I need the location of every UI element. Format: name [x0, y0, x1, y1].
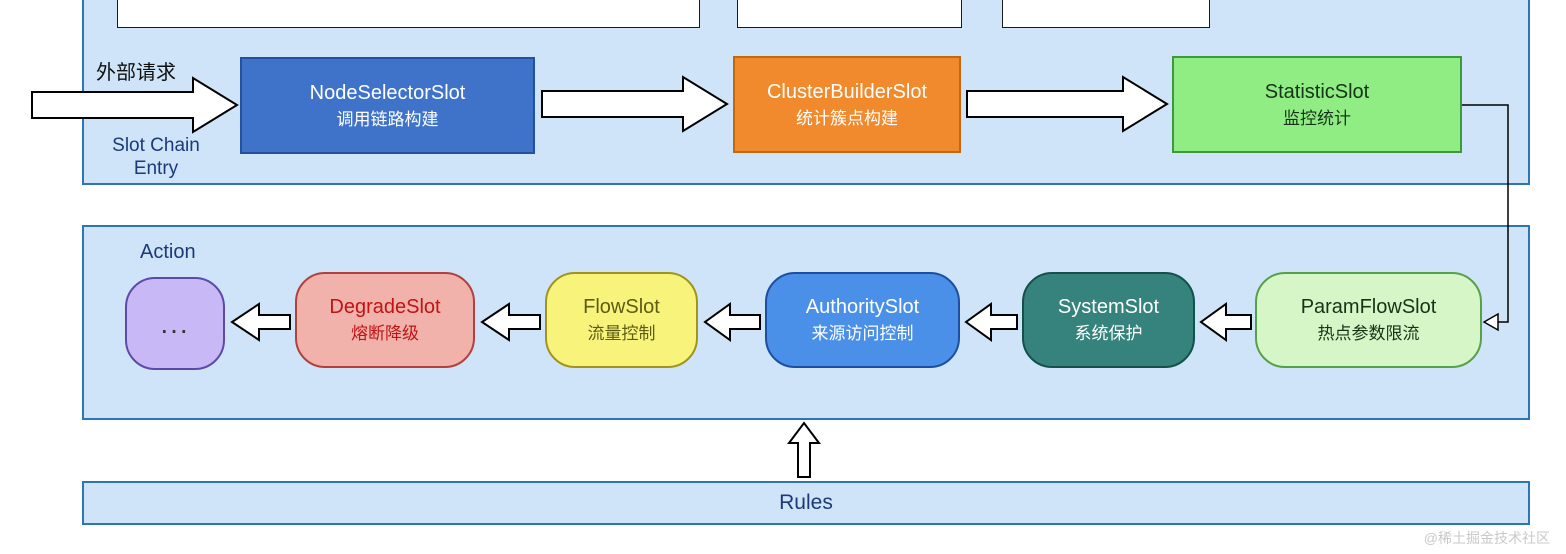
partial-box-right — [1002, 0, 1210, 28]
rules-bar: Rules — [82, 481, 1530, 525]
ellipsis-text: ... — [160, 307, 190, 339]
statistic-slot-box: StatisticSlot 监控统计 — [1172, 56, 1462, 153]
slot-chain-entry-line1: Slot Chain — [112, 135, 200, 156]
degrade-slot-subtitle: 熔断降级 — [351, 324, 419, 343]
statistic-slot-subtitle: 监控统计 — [1283, 108, 1351, 128]
rules-label: Rules — [779, 491, 833, 514]
authority-slot-box: AuthoritySlot 来源访问控制 — [765, 272, 960, 368]
slot-chain-entry-label: Slot Chain Entry — [95, 134, 217, 180]
flow-slot-box: FlowSlot 流量控制 — [545, 272, 698, 368]
flow-slot-title: FlowSlot — [583, 296, 660, 318]
system-slot-title: SystemSlot — [1057, 296, 1160, 318]
partial-box-left — [117, 0, 700, 28]
param-flow-slot-subtitle: 热点参数限流 — [1317, 324, 1420, 343]
arrow-cluster-to-statistic — [966, 75, 1169, 133]
system-slot-subtitle: 系统保护 — [1074, 324, 1143, 343]
action-label: Action — [140, 241, 196, 263]
arrow-degrade-to-ellipsis — [230, 302, 291, 342]
degrade-slot-title: DegradeSlot — [329, 296, 441, 318]
external-request-label: 外部请求 — [96, 62, 176, 84]
partial-box-middle — [737, 0, 962, 28]
arrow-rules-to-action — [787, 421, 821, 478]
cluster-builder-slot-subtitle: 统计簇点构建 — [796, 108, 898, 128]
slot-chain-entry-line2: Entry — [133, 158, 179, 179]
param-flow-slot-title: ParamFlowSlot — [1300, 296, 1437, 318]
node-selector-slot-subtitle: 调用链路构建 — [336, 109, 439, 129]
watermark: @稀土掘金技术社区 — [1423, 530, 1550, 546]
node-selector-slot-title: NodeSelectorSlot — [309, 81, 466, 104]
flow-slot-subtitle: 流量控制 — [587, 324, 656, 343]
cluster-builder-slot-box: ClusterBuilderSlot 统计簇点构建 — [733, 56, 961, 153]
degrade-slot-box: DegradeSlot 熔断降级 — [295, 272, 475, 368]
statistic-slot-title: StatisticSlot — [1264, 80, 1370, 103]
cluster-builder-slot-title: ClusterBuilderSlot — [766, 80, 928, 103]
param-flow-slot-box: ParamFlowSlot 热点参数限流 — [1255, 272, 1482, 368]
arrow-authority-to-flow — [703, 302, 761, 342]
node-selector-slot-box: NodeSelectorSlot 调用链路构建 — [240, 57, 535, 154]
arrow-param-to-system — [1199, 302, 1252, 342]
arrow-node-to-cluster — [541, 75, 729, 133]
arrow-system-to-authority — [964, 302, 1018, 342]
authority-slot-subtitle: 来源访问控制 — [811, 324, 914, 343]
system-slot-box: SystemSlot 系统保护 — [1022, 272, 1195, 368]
arrow-flow-to-degrade — [480, 302, 541, 342]
ellipsis-slot-box: ... — [125, 277, 225, 370]
entry-arrow — [31, 76, 239, 134]
authority-slot-title: AuthoritySlot — [805, 296, 920, 318]
